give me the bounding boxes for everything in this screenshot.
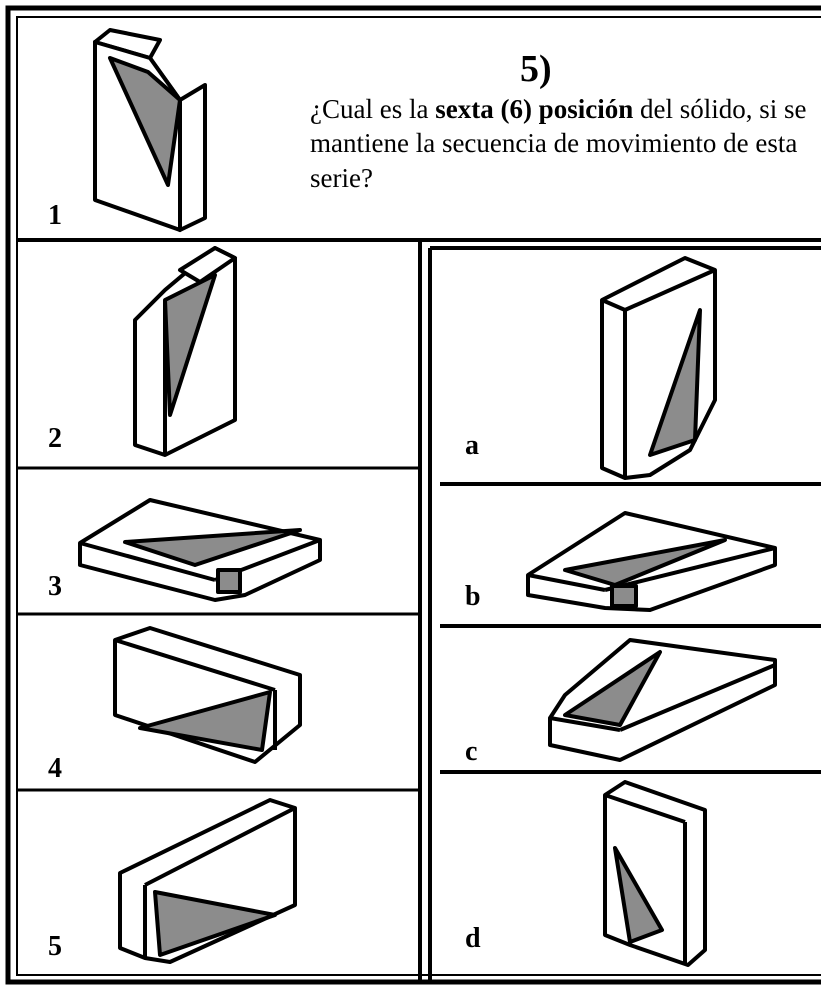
series-label-4: 4 <box>48 753 62 784</box>
question-text-start: ¿Cual es la <box>310 94 436 124</box>
series-label-1: 1 <box>48 200 62 231</box>
option-label-a[interactable]: a <box>465 430 479 461</box>
question-text: ¿Cual es la sexta (6) posición del sólid… <box>310 92 815 195</box>
option-label-d[interactable]: d <box>465 923 481 954</box>
series-label-2: 2 <box>48 423 62 454</box>
question-text-bold: sexta (6) posición <box>435 94 634 124</box>
option-label-c[interactable]: c <box>465 736 478 767</box>
series-label-5: 5 <box>48 931 62 962</box>
question-text-end: del sólido, si se mantiene la secuencia … <box>310 94 807 193</box>
series-label-3: 3 <box>48 571 62 602</box>
question-number: 5) <box>520 48 552 90</box>
option-label-b[interactable]: b <box>465 581 481 612</box>
